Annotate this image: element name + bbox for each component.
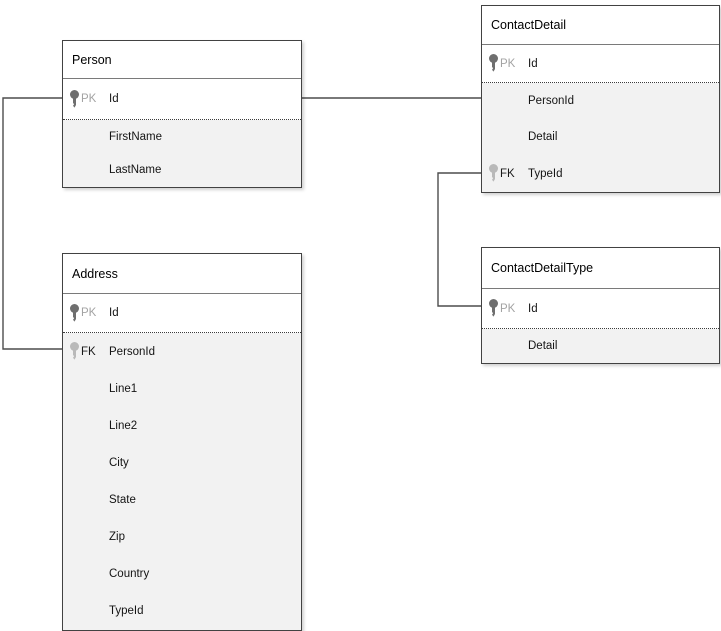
- column-name: Id: [109, 93, 119, 105]
- entity-person-header[interactable]: Person: [63, 41, 301, 79]
- column-name: Line2: [109, 419, 138, 432]
- column-name: City: [109, 456, 129, 469]
- table-row[interactable]: PersonId: [482, 83, 719, 119]
- table-row[interactable]: FirstName: [63, 120, 301, 154]
- entity-address[interactable]: Address PK Id FK PersonId Line1: [62, 253, 302, 631]
- column-name: TypeId: [528, 167, 563, 180]
- key-badge: PK: [81, 93, 97, 105]
- key-badge: PK: [500, 302, 516, 315]
- column-name: Detail: [528, 131, 558, 144]
- table-row[interactable]: FK TypeId: [482, 156, 719, 192]
- column-name: Id: [528, 302, 538, 315]
- entity-title: ContactDetailType: [491, 261, 594, 275]
- table-row[interactable]: PK Id: [482, 45, 719, 82]
- column-name: Id: [528, 57, 538, 70]
- entity-title: Address: [72, 266, 118, 281]
- foreign-key-icon: [69, 342, 80, 361]
- column-name: PersonId: [528, 95, 575, 108]
- table-row[interactable]: TypeId: [63, 593, 301, 630]
- primary-key-icon: [488, 54, 499, 73]
- column-name: FirstName: [109, 130, 163, 143]
- entity-person[interactable]: Person PK Id FirstName LastName: [62, 40, 302, 188]
- table-row[interactable]: PK Id: [482, 289, 719, 328]
- column-name: LastName: [109, 164, 162, 177]
- table-row[interactable]: PK Id: [63, 294, 301, 332]
- table-row[interactable]: Detail: [482, 119, 719, 155]
- table-row[interactable]: Line1: [63, 370, 301, 407]
- key-badge: PK: [81, 307, 97, 319]
- table-row[interactable]: Country: [63, 556, 301, 593]
- key-badge: FK: [81, 345, 96, 358]
- entity-title: ContactDetail: [491, 18, 567, 32]
- column-name: State: [109, 494, 136, 507]
- entity-title: Person: [72, 52, 112, 67]
- table-row[interactable]: PK Id: [63, 79, 301, 119]
- table-row[interactable]: LastName: [63, 154, 301, 188]
- table-row[interactable]: Detail: [482, 329, 719, 363]
- column-name: Detail: [528, 340, 558, 352]
- entity-address-header[interactable]: Address: [63, 254, 301, 294]
- key-badge: PK: [500, 57, 516, 70]
- column-name: PersonId: [109, 345, 156, 358]
- foreign-key-icon: [488, 164, 499, 183]
- primary-key-icon: [488, 299, 499, 318]
- table-row[interactable]: State: [63, 482, 301, 519]
- column-name: TypeId: [109, 605, 144, 618]
- column-name: Line1: [109, 382, 138, 395]
- column-name: Country: [109, 568, 150, 581]
- table-row[interactable]: Line2: [63, 407, 301, 444]
- primary-key-icon: [69, 90, 80, 109]
- table-row[interactable]: Zip: [63, 519, 301, 556]
- connector-contactdetailtype-contactdetail[interactable]: [437, 172, 481, 307]
- entity-contactdetailtype-header[interactable]: ContactDetailType: [482, 248, 719, 289]
- entity-contactdetail[interactable]: ContactDetail PK Id PersonId Detail: [481, 5, 720, 193]
- primary-key-icon: [69, 304, 80, 323]
- key-badge: FK: [500, 167, 515, 180]
- connector-person-address[interactable]: [2, 97, 62, 350]
- entity-contactdetailtype[interactable]: ContactDetailType PK Id Detail: [481, 247, 720, 364]
- table-row[interactable]: City: [63, 444, 301, 481]
- column-name: Id: [109, 307, 119, 319]
- column-name: Zip: [109, 531, 125, 544]
- table-row[interactable]: FK PersonId: [63, 333, 301, 370]
- entity-contactdetail-header[interactable]: ContactDetail: [482, 6, 719, 45]
